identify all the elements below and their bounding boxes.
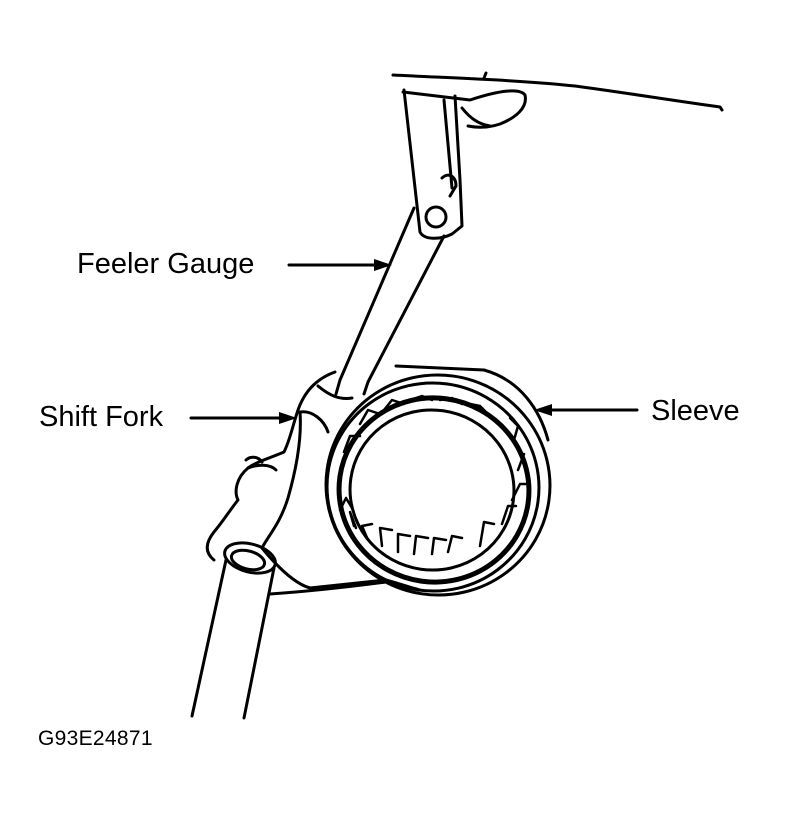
shift-fork-label: Shift Fork: [39, 401, 164, 433]
sleeve-label: Sleeve: [651, 395, 740, 427]
feeler-gauge-label: Feeler Gauge: [77, 248, 255, 280]
shift-fork-leader-arrow: [189, 412, 297, 424]
figure-id: G93E24871: [38, 727, 153, 750]
sleeve-leader-arrow: [534, 404, 639, 416]
feeler-gauge-leader-arrow: [287, 259, 392, 271]
shift-fork-drawing: [205, 370, 422, 596]
hand-illustration: [391, 71, 724, 129]
shift-rod-drawing: [190, 541, 277, 720]
feeler-gauge-drawing: [334, 88, 464, 396]
sleeve-drawing: [324, 364, 552, 597]
